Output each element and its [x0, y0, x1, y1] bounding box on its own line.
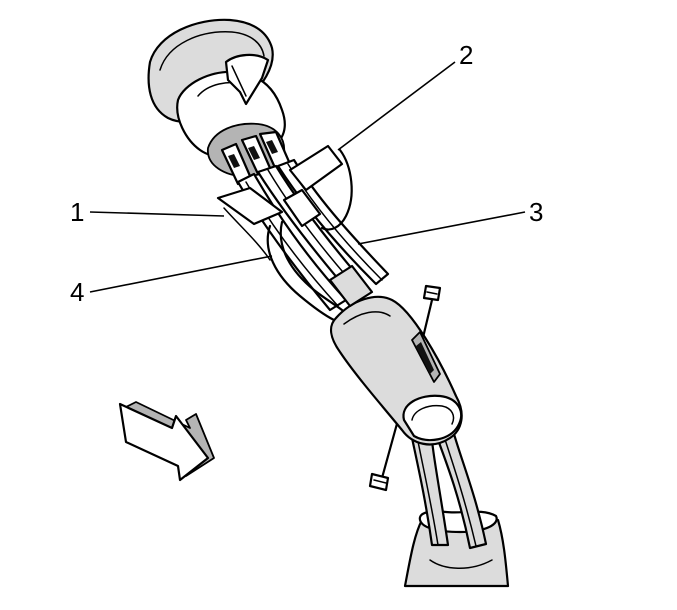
lower-housing [403, 510, 510, 588]
leader-line-1 [89, 211, 225, 217]
mounting-bracket [288, 144, 353, 231]
callout-label-4: 4 [70, 277, 84, 307]
callout-label-2: 2 [459, 40, 473, 70]
callout-labels: 2 1 3 4 [70, 40, 543, 307]
retaining-clip [216, 186, 284, 261]
leader-line-3 [357, 211, 526, 245]
leader-line-2 [337, 61, 456, 151]
direction-arrow-icon [118, 401, 215, 482]
callout-label-1: 1 [70, 197, 84, 227]
leader-line-4 [89, 255, 273, 293]
wire-loop [266, 220, 344, 322]
wire-bundle [236, 158, 390, 312]
protective-sleeve [330, 295, 463, 446]
upper-module [147, 18, 286, 177]
lower-screw [368, 418, 400, 492]
callout-label-3: 3 [529, 197, 543, 227]
callout-leaders [89, 61, 526, 293]
